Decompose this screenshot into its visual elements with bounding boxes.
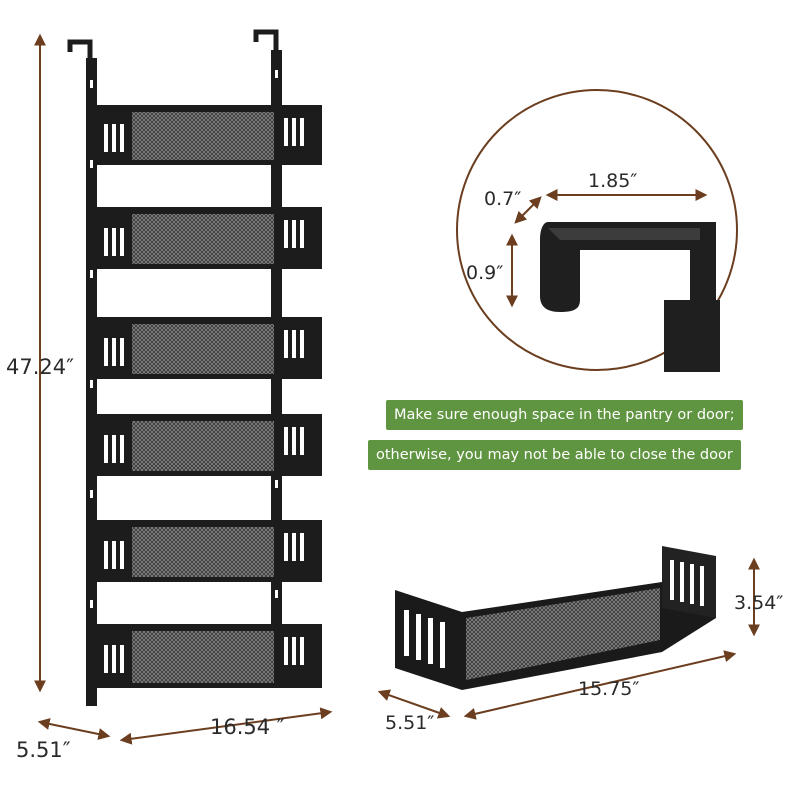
rack-basket	[96, 105, 322, 165]
note-door-warning: otherwise, you may not be able to close …	[368, 440, 741, 470]
rack-width-label: 16.54 ″	[210, 715, 285, 739]
basket-length-label: 15.75″	[578, 678, 640, 700]
rack-basket	[96, 624, 322, 688]
hook-detail	[456, 89, 738, 372]
hook-width-label: 1.85″	[588, 170, 638, 192]
rack-depth-label: 5.51″	[16, 738, 71, 762]
door-rack	[67, 29, 322, 706]
left-hook	[67, 39, 93, 70]
hook-thickness-arrow	[514, 196, 542, 224]
rack-basket	[96, 520, 322, 582]
width-arrow	[119, 707, 333, 745]
note-space-warning: Make sure enough space in the pantry or …	[386, 400, 743, 430]
hook-thickness-label: 0.7″	[484, 188, 522, 210]
basket-depth-arrow	[377, 689, 451, 719]
depth-arrow	[37, 718, 111, 740]
right-hook	[253, 29, 279, 58]
basket-length-arrow	[463, 650, 737, 720]
rack-basket	[96, 414, 322, 476]
rack-height-label: 47.24″	[6, 355, 74, 379]
rack-basket	[96, 207, 322, 269]
basket-height-label: 3.54″	[734, 592, 784, 614]
hook-drop-label: 0.9″	[466, 262, 504, 284]
basket-detail	[377, 546, 760, 720]
basket-depth-label: 5.51″	[385, 712, 435, 734]
rack-basket	[96, 317, 322, 379]
